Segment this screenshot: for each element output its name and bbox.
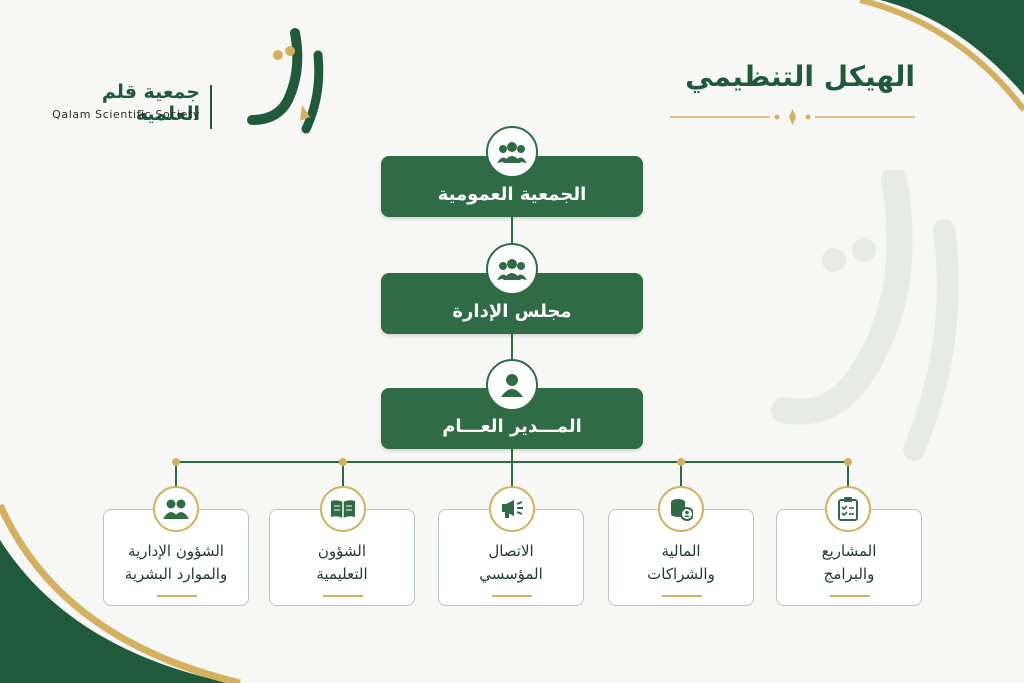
- dept-label-line2: والبرامج: [823, 565, 875, 583]
- dept-label-line1: الاتصال: [488, 542, 534, 560]
- person-icon: [486, 359, 538, 411]
- level-label: المـــدير العـــام: [442, 416, 582, 437]
- top-right-green-swoosh: [880, 0, 1024, 95]
- megaphone-icon: [489, 486, 535, 532]
- qalam-calligraphy-logo-icon: [247, 28, 324, 134]
- junction-dot-1: [172, 458, 180, 466]
- page-title: الهيكل التنظيمي: [685, 60, 915, 93]
- dept-underline: [492, 595, 532, 597]
- dept-underline: [830, 595, 870, 597]
- dept-label-line2: التعليمية: [316, 565, 368, 583]
- title-ornament-rule: [670, 109, 915, 125]
- people-icon: [153, 486, 199, 532]
- clipboard-checklist-icon: [825, 486, 871, 532]
- top-right-gold-arc: [859, 0, 1024, 112]
- dept-label-line1: الشؤون: [317, 542, 367, 560]
- dept-underline: [157, 595, 197, 597]
- logo-divider: [210, 85, 212, 129]
- dept-label-line2: والشراكات: [647, 565, 715, 583]
- watermark-logo: [771, 170, 959, 461]
- dept-label-line1: المالية: [661, 542, 701, 560]
- bottom-left-green-swoosh: [0, 540, 230, 683]
- dept-label-line2: المؤسسي: [479, 565, 543, 583]
- dept-label-line1: المشاريع: [821, 542, 877, 560]
- group-icon: [486, 243, 538, 295]
- bottom-left-gold-arc: [0, 503, 241, 683]
- open-book-icon: [320, 486, 366, 532]
- junction-dot-4: [844, 458, 852, 466]
- society-logo: جمعية قلم العلمية Qalam Scientific Socie…: [40, 25, 324, 135]
- finance-coins-icon: [658, 486, 704, 532]
- level-label: الجمعية العمومية: [437, 184, 587, 205]
- society-name-arabic: جمعية قلم العلمية: [101, 81, 200, 125]
- society-name-english: Qalam Scientific Society: [52, 108, 200, 121]
- dept-label-line2: والموارد البشرية: [124, 565, 228, 583]
- junction-dot-3: [677, 458, 685, 466]
- dept-finance-partnerships: المالية والشراكات: [608, 509, 754, 606]
- junction-dot-2: [339, 458, 347, 466]
- group-icon: [486, 126, 538, 178]
- dept-label-line1: الشؤون الإدارية: [128, 542, 224, 560]
- level-label: مجلس الإدارة: [452, 301, 572, 322]
- dept-underline: [323, 595, 363, 597]
- dept-underline: [662, 595, 702, 597]
- box-general-manager: المـــدير العـــام: [381, 388, 643, 449]
